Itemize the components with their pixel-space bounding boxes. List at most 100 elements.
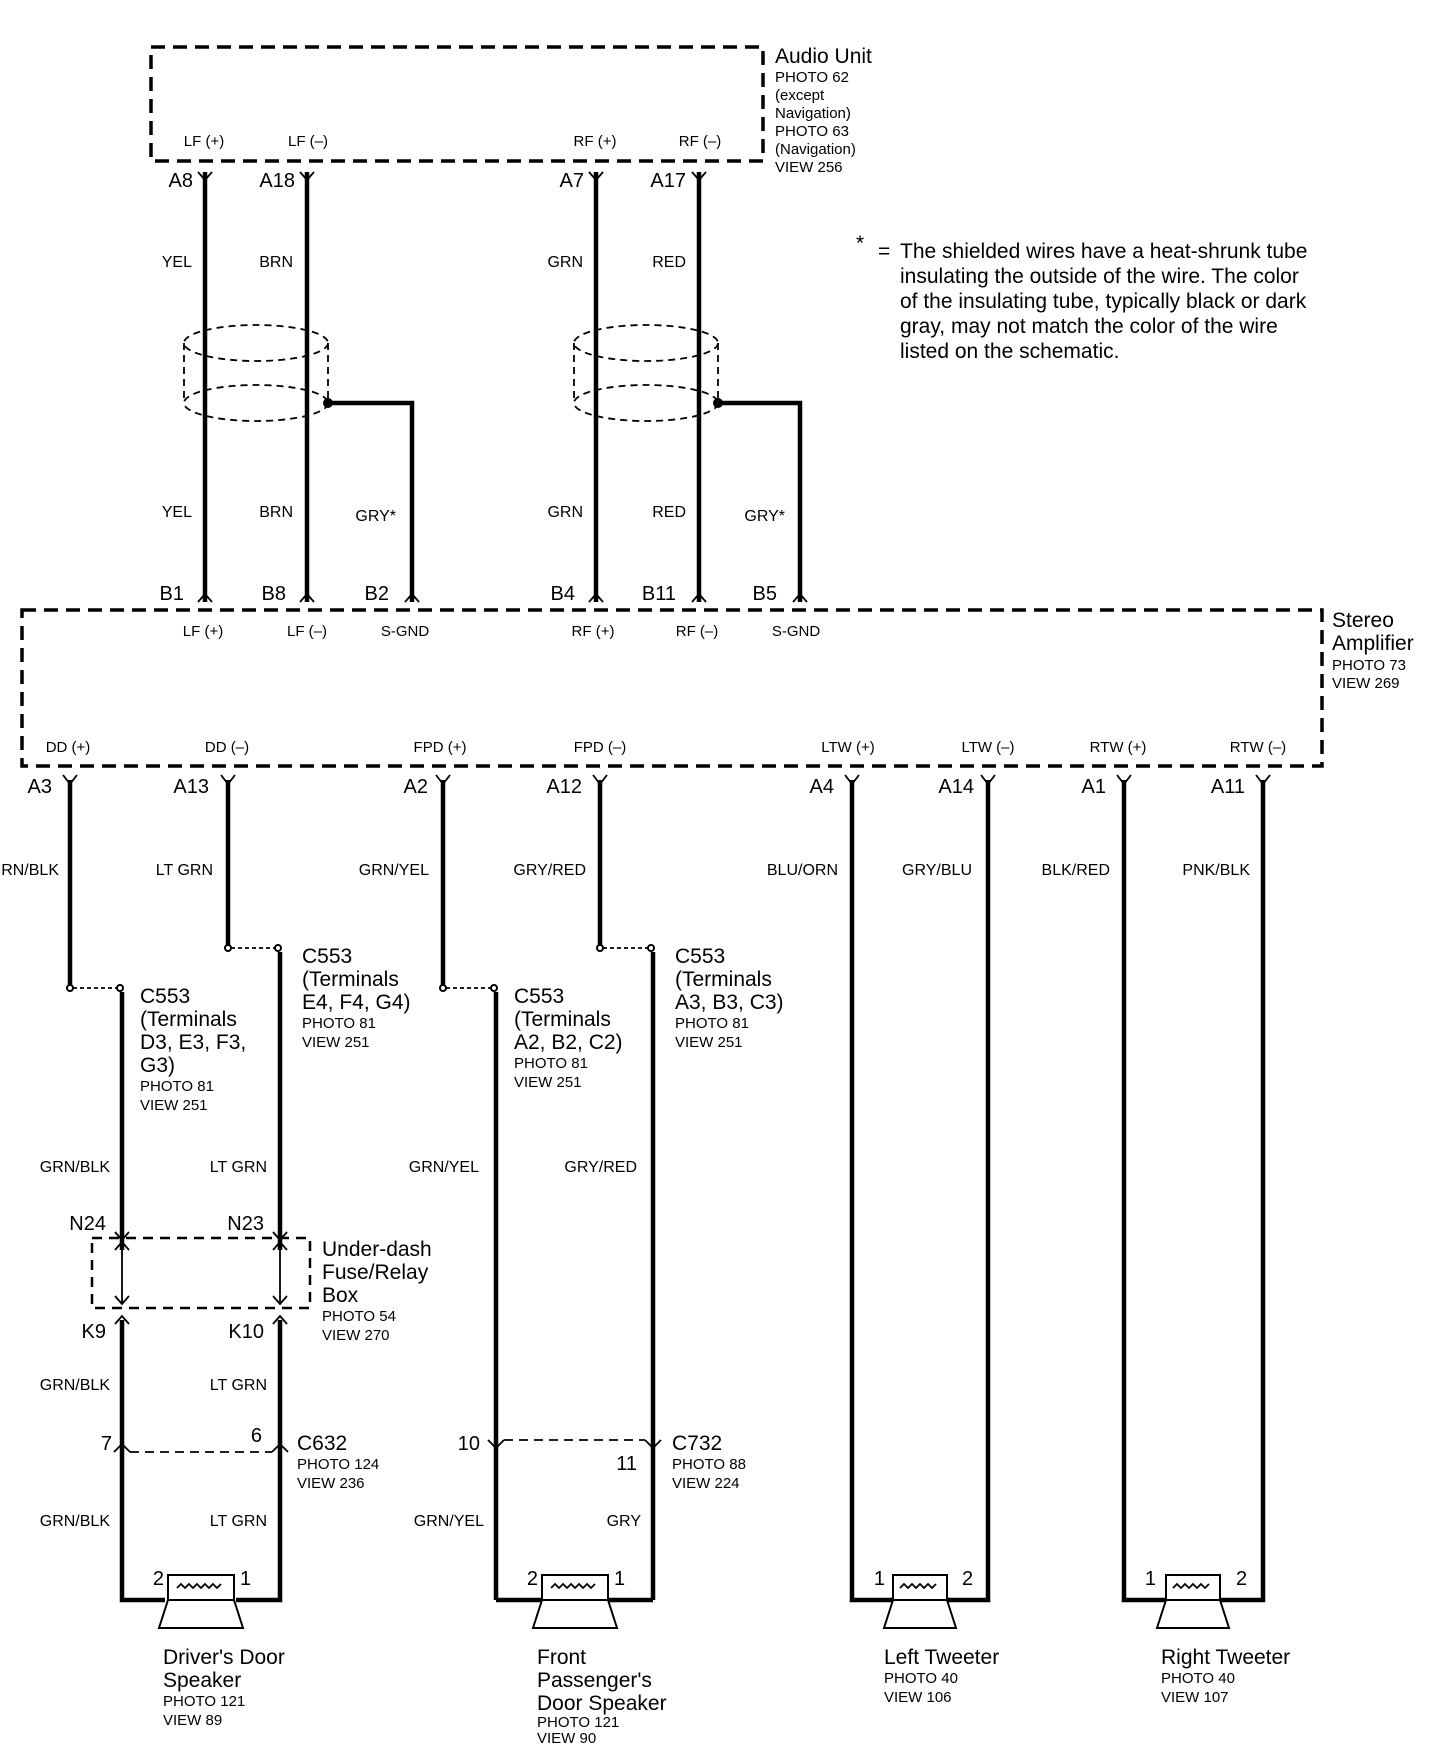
c553-4-line-3: A3, B3, C3) [675, 991, 784, 1014]
au-pin-a7: A7 [560, 170, 584, 192]
amp-pin-b11: B11 [642, 583, 676, 605]
wire-color-a4: BLU/ORN [767, 862, 838, 879]
wire-color-spk-pass-minus: GRY [607, 1513, 642, 1530]
wire-color-a12: GRY/RED [513, 862, 586, 879]
spk-driver-ref-1: PHOTO 121 [163, 1693, 245, 1710]
wire-color-a11: PNK/BLK [1182, 862, 1250, 879]
note-line-3: of the insulating tube, typically black … [900, 290, 1307, 313]
spk-pass-pin-1: 1 [614, 1568, 625, 1590]
c732-pin-10: 10 [458, 1433, 480, 1455]
c553-4-line-2: (Terminals [675, 968, 772, 991]
spk-pass-name-2: Passenger's [537, 1669, 652, 1692]
amp-pin-a4: A4 [810, 776, 834, 798]
c553-2-line-2: (Terminals [302, 968, 399, 991]
spk-pass-name-1: Front [537, 1646, 586, 1669]
spk-driver-name-1: Driver's Door [163, 1646, 285, 1669]
amp-in-label-lf-plus: LF (+) [183, 623, 223, 640]
spk-pass-ref-1: PHOTO 121 [537, 1714, 619, 1731]
amp-pin-b4: B4 [551, 583, 575, 605]
amp-pin-a12: A12 [546, 776, 582, 798]
fuse-ref-2: VIEW 270 [322, 1327, 390, 1344]
wire-ltw-minus [945, 774, 996, 1603]
wire-color-a2: GRN/YEL [359, 862, 429, 879]
spk-rtw-pin-2: 2 [1236, 1568, 1247, 1590]
c553-2-ref-2: VIEW 251 [302, 1034, 370, 1051]
fuse-title-1: Under-dash [322, 1238, 432, 1261]
wire-color-gry-left: GRY* [355, 508, 396, 525]
fuse-title-2: Fuse/Relay [322, 1261, 429, 1284]
amp-out-label-fpd-minus: FPD (–) [574, 739, 627, 756]
wire-rf-minus-upper [691, 171, 707, 603]
au-pin-a17: A17 [650, 170, 686, 192]
amp-pin-a11: A11 [1211, 776, 1245, 798]
fuse-ref-1: PHOTO 54 [322, 1308, 396, 1325]
c553-passenger-minus-label: C553 (Terminals A3, B3, C3) PHOTO 81 VIE… [675, 945, 784, 1051]
c553-1-line-1: C553 [140, 985, 190, 1008]
speaker-icon [157, 1574, 245, 1629]
spk-ltw-name-1: Left Tweeter [884, 1646, 999, 1669]
note-marker: * [856, 232, 864, 255]
audio-unit-ref-5: (Navigation) [775, 141, 856, 158]
wire-color-grn-bottom: GRN [547, 504, 583, 521]
audio-unit-title: Audio Unit [775, 45, 872, 68]
wire-color-red-top: RED [652, 254, 686, 271]
amp-title-1: Stereo [1332, 609, 1394, 632]
wire-color-grn-top: GRN [547, 254, 583, 271]
note-equals: = [878, 240, 890, 263]
au-pin-a8: A8 [169, 170, 193, 192]
wire-color-gry-right: GRY* [744, 508, 785, 525]
amp-out-label-rtw-plus: RTW (+) [1090, 739, 1147, 756]
wire-color-a3: GRN/BLK [0, 862, 59, 879]
amp-pin-a13: A13 [173, 776, 209, 798]
c632-ref-1: PHOTO 124 [297, 1456, 379, 1473]
speaker-icon [1155, 1574, 1231, 1629]
spk-ltw-ref-2: VIEW 106 [884, 1689, 952, 1706]
wire-color-lower-lt-grn: LT GRN [210, 1377, 267, 1394]
c732-name: C732 [672, 1432, 722, 1455]
c632-pin-6: 6 [251, 1425, 262, 1447]
spk-driver-pin-2: 2 [153, 1568, 164, 1590]
shield-left [183, 324, 420, 603]
c553-3-ref-1: PHOTO 81 [514, 1055, 588, 1072]
note-line-5: listed on the schematic. [900, 340, 1119, 363]
c553-2-line-1: C553 [302, 945, 352, 968]
amp-pin-a2: A2 [404, 776, 428, 798]
fuse-pin-k9: K9 [82, 1321, 106, 1343]
note-line-1: The shielded wires have a heat-shrunk tu… [900, 240, 1307, 263]
fuse-pin-n24: N24 [69, 1213, 106, 1235]
spk-rtw-ref-2: VIEW 107 [1161, 1689, 1229, 1706]
wire-rtw-plus [1116, 774, 1167, 1603]
wire-color-mid-grn-yel: GRN/YEL [409, 1159, 479, 1176]
amp-out-label-ltw-minus: LTW (–) [961, 739, 1014, 756]
wire-lf-minus-upper [299, 171, 315, 603]
spk-ltw-ref-1: PHOTO 40 [884, 1670, 958, 1687]
c553-4-line-1: C553 [675, 945, 725, 968]
c553-1-line-4: G3) [140, 1054, 175, 1077]
audio-unit-box [149, 45, 765, 163]
spk-pass-name-3: Door Speaker [537, 1692, 667, 1715]
wire-color-spk-pass-plus: GRN/YEL [414, 1513, 484, 1530]
au-term-label-rf-minus: RF (–) [679, 133, 722, 150]
wire-driver-lower-minus [236, 1320, 283, 1603]
amp-out-label-ltw-plus: LTW (+) [821, 739, 874, 756]
c553-3-line-1: C553 [514, 985, 564, 1008]
c553-2-line-3: E4, F4, G4) [302, 991, 411, 1014]
wire-color-mid-grn-blk: GRN/BLK [40, 1159, 111, 1176]
c553-passenger-plus-label: C553 (Terminals A2, B2, C2) PHOTO 81 VIE… [514, 985, 623, 1091]
audio-unit-ref-6: VIEW 256 [775, 159, 843, 176]
amp-title-2: Amplifier [1332, 632, 1414, 655]
fuse-pin-n23: N23 [227, 1213, 264, 1235]
spk-rtw-ref-1: PHOTO 40 [1161, 1670, 1235, 1687]
spk-rtw-pin-1: 1 [1145, 1568, 1156, 1590]
amp-in-label-sgnd-2: S-GND [772, 623, 821, 640]
wire-color-red-bottom: RED [652, 504, 686, 521]
au-term-label-rf-plus: RF (+) [574, 133, 617, 150]
amp-pin-b2: B2 [365, 583, 389, 605]
wire-color-spk-driver-minus: LT GRN [210, 1513, 267, 1530]
c553-4-ref-1: PHOTO 81 [675, 1015, 749, 1032]
audio-unit-ref-2: (except [775, 87, 825, 104]
c553-1-line-2: (Terminals [140, 1008, 237, 1031]
au-term-label-lf-minus: LF (–) [288, 133, 328, 150]
au-pin-a18: A18 [259, 170, 295, 192]
